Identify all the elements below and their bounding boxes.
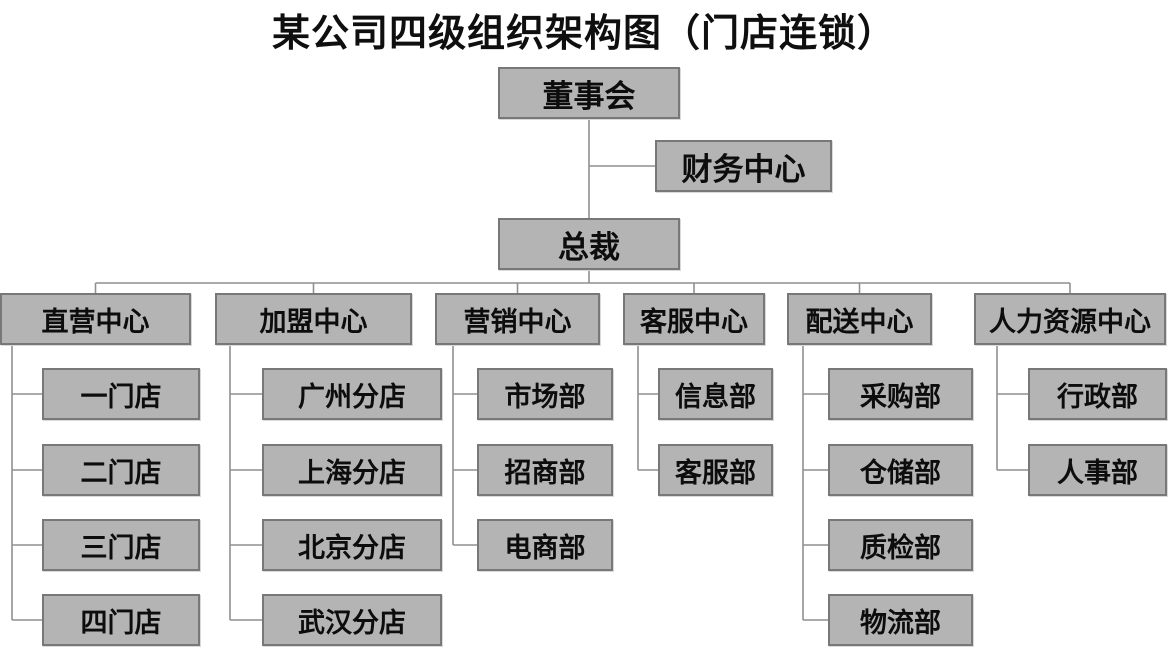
node-center-4: 配送中心 — [787, 293, 932, 345]
node-center-4-child-2: 质检部 — [828, 519, 973, 571]
node-president: 总裁 — [498, 218, 680, 270]
node-center-4-child-1: 仓储部 — [828, 444, 973, 496]
node-center-3: 客服中心 — [623, 293, 765, 345]
node-center-0-child-0: 一门店 — [42, 368, 200, 420]
node-center-1-child-1: 上海分店 — [262, 444, 442, 496]
node-center-5-child-1: 人事部 — [1028, 444, 1167, 496]
node-center-1-child-0: 广州分店 — [262, 368, 442, 420]
node-center-0-child-2: 三门店 — [42, 519, 200, 571]
node-center-1: 加盟中心 — [215, 293, 412, 345]
node-center-0: 直营中心 — [0, 293, 191, 345]
node-center-4-child-3: 物流部 — [828, 594, 973, 646]
node-center-4-child-0: 采购部 — [828, 368, 973, 420]
node-center-1-child-2: 北京分店 — [262, 519, 442, 571]
node-center-3-child-1: 客服部 — [658, 444, 773, 496]
node-center-5: 人力资源中心 — [974, 293, 1166, 345]
node-center-1-child-3: 武汉分店 — [262, 594, 442, 646]
node-center-3-child-0: 信息部 — [658, 368, 773, 420]
node-center-0-child-3: 四门店 — [42, 594, 200, 646]
node-center-2: 营销中心 — [435, 293, 600, 345]
node-board: 董事会 — [498, 67, 680, 119]
node-center-2-child-1: 招商部 — [477, 444, 613, 496]
chart-title: 某公司四级组织架构图（门店连锁） — [271, 13, 896, 55]
node-center-5-child-0: 行政部 — [1028, 368, 1167, 420]
node-center-0-child-1: 二门店 — [42, 444, 200, 496]
node-center-2-child-0: 市场部 — [477, 368, 613, 420]
node-center-2-child-2: 电商部 — [477, 519, 613, 571]
node-finance: 财务中心 — [655, 140, 832, 192]
